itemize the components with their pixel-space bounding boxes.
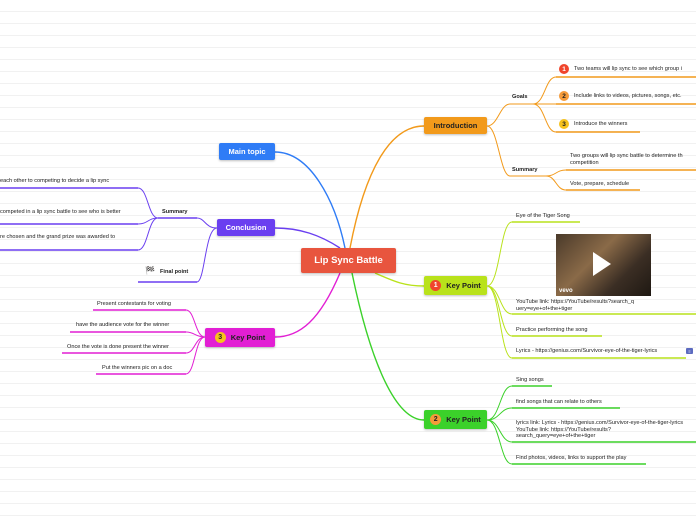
kp1-item-lyrics[interactable]: Lyrics - https://genius.com/Survivor-eye… (516, 348, 658, 354)
goal-3-text[interactable]: Introduce the winners (574, 121, 628, 127)
kp3-item-vote[interactable]: have the audience vote for the winner (76, 322, 170, 328)
kp3-item-present[interactable]: Present contestants for voting (97, 301, 172, 307)
central-topic[interactable]: Lip Sync Battle (301, 248, 396, 273)
intro-summary-item-1[interactable]: Two groups will lip sync battle to deter… (570, 153, 683, 166)
goal-3-badge: 3 (559, 119, 569, 129)
goal-1-text[interactable]: Two teams will lip sync to see which gro… (574, 66, 682, 72)
key-point-1-badge: 1 (430, 280, 442, 291)
kp1-item-song[interactable]: Eye of the Tiger Song (516, 213, 570, 219)
key-point-3-node[interactable]: 3 Key Point (205, 328, 275, 347)
key-point-2-badge: 2 (430, 414, 442, 425)
conclusion-label: Conclusion (225, 223, 267, 232)
introduction-node[interactable]: Introduction (424, 117, 487, 134)
main-topic-node[interactable]: Main topic (219, 143, 275, 160)
intro-summary-item-2[interactable]: Vote, prepare, schedule (570, 181, 630, 187)
conclusion-node[interactable]: Conclusion (217, 219, 275, 236)
note-icon[interactable]: ≡ (686, 348, 693, 354)
introduction-label: Introduction (433, 121, 478, 130)
conclusion-summary-item-1[interactable]: each other to competing to decide a lip … (0, 178, 110, 184)
key-point-1-node[interactable]: 1 Key Point (424, 276, 487, 295)
kp3-item-winner[interactable]: Once the vote is done present the winner (67, 344, 169, 350)
kp1-item-youtube-link[interactable]: YouTube link: https://YouTube/results?se… (516, 299, 634, 312)
kp3-item-pic[interactable]: Put the winners pic on a doc (102, 365, 173, 371)
key-point-2-node[interactable]: 2 Key Point (424, 410, 487, 429)
key-point-1-label: Key Point (446, 281, 481, 290)
key-point-3-badge: 3 (214, 332, 226, 343)
video-thumbnail[interactable]: vevo (556, 234, 651, 296)
goal-2-text[interactable]: Include links to videos, pictures, songs… (574, 93, 682, 99)
vevo-logo: vevo (559, 288, 573, 294)
introduction-goals-label[interactable]: Goals (512, 94, 528, 100)
kp2-item-sing[interactable]: Sing songs (516, 377, 544, 383)
play-icon[interactable] (593, 252, 611, 276)
conclusion-summary-item-2[interactable]: competed in a lip sync battle to see who… (0, 209, 121, 215)
conclusion-summary-item-3[interactable]: re chosen and the grand prize was awarde… (0, 234, 116, 240)
kp2-item-photos[interactable]: Find photos, videos, links to support th… (516, 455, 627, 461)
conclusion-summary-label[interactable]: Summary (162, 209, 188, 215)
kp2-item-links[interactable]: lyrics link: Lyrics - https://genius.com… (516, 420, 684, 439)
goal-1-badge: 1 (559, 64, 569, 74)
main-topic-label: Main topic (228, 147, 266, 156)
kp1-item-practice[interactable]: Practice performing the song (516, 327, 588, 333)
central-topic-label: Lip Sync Battle (314, 255, 383, 266)
kp2-item-find-songs[interactable]: find songs that can relate to others (516, 399, 602, 405)
key-point-2-label: Key Point (446, 415, 481, 424)
introduction-summary-label[interactable]: Summary (512, 167, 538, 173)
goal-2-badge: 2 (559, 91, 569, 101)
final-point-label[interactable]: Final point (160, 269, 189, 275)
checkered-flag-icon: 🏁 (145, 266, 155, 275)
key-point-3-label: Key Point (230, 333, 266, 342)
